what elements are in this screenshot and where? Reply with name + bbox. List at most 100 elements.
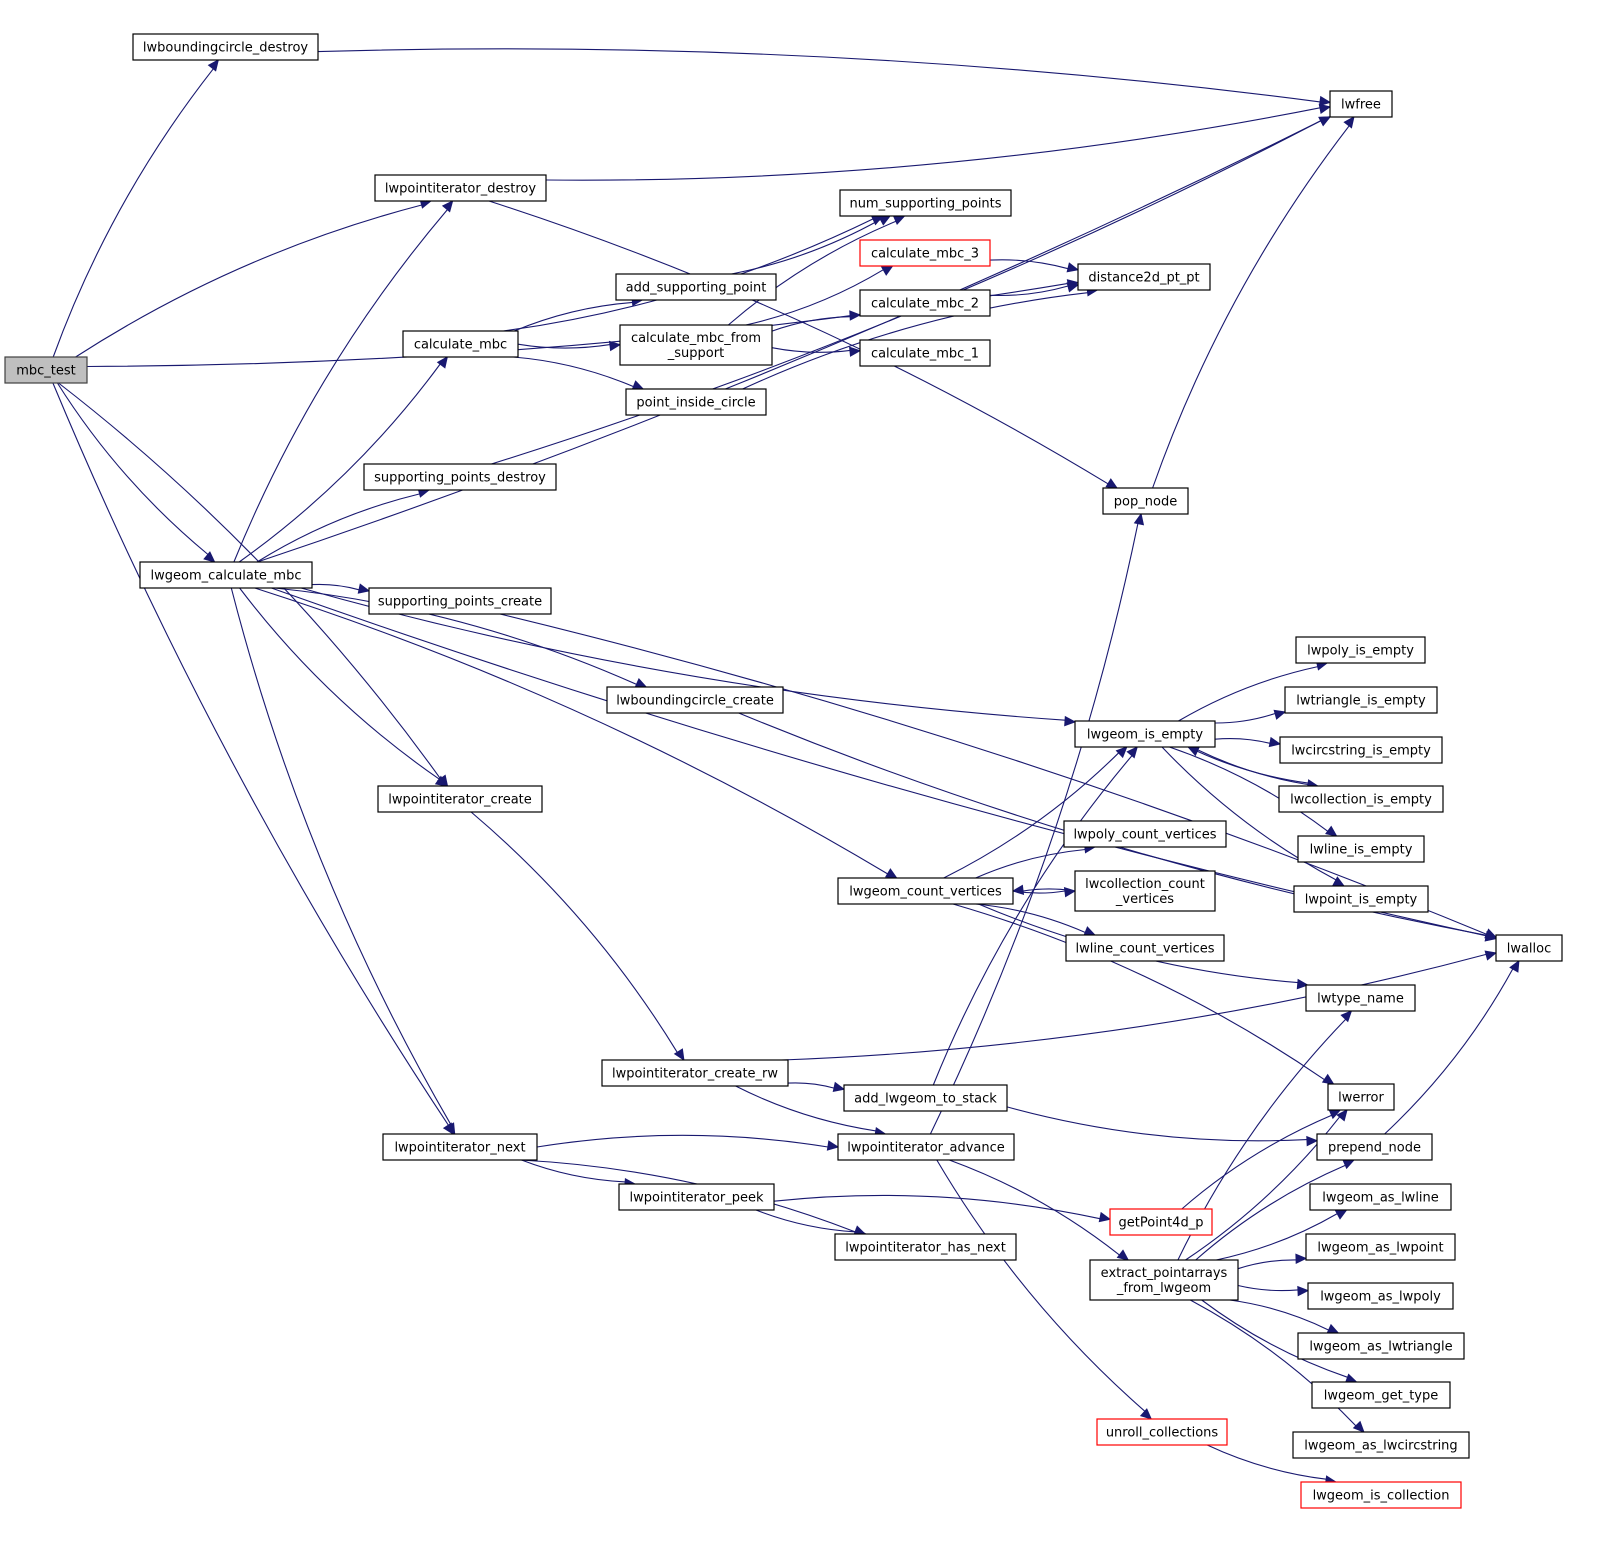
- node-box[interactable]: [1065, 934, 1225, 962]
- node-calculate_mbc_3[interactable]: calculate_mbc_3: [859, 239, 991, 267]
- node-lwgeom_is_empty[interactable]: lwgeom_is_empty: [1074, 720, 1216, 748]
- node-lwgeom_as_lwline[interactable]: lwgeom_as_lwline: [1309, 1183, 1452, 1211]
- node-box[interactable]: [1278, 785, 1444, 813]
- node-box[interactable]: [4, 356, 88, 384]
- node-box[interactable]: [1292, 1431, 1470, 1459]
- node-lwgeom_calculate_mbc[interactable]: lwgeom_calculate_mbc: [139, 561, 313, 589]
- node-lwgeom_as_lwtriangle[interactable]: lwgeom_as_lwtriangle: [1297, 1332, 1465, 1360]
- node-lwpointiterator_create[interactable]: lwpointiterator_create: [377, 785, 543, 813]
- node-box[interactable]: [1279, 736, 1443, 764]
- node-lwcircstring_is_empty[interactable]: lwcircstring_is_empty: [1279, 736, 1443, 764]
- node-box[interactable]: [1311, 1381, 1451, 1409]
- node-num_supporting_points[interactable]: num_supporting_points: [839, 189, 1012, 217]
- node-lwtype_name[interactable]: lwtype_name: [1305, 984, 1416, 1012]
- node-box[interactable]: [374, 174, 547, 202]
- node-lwgeom_get_type[interactable]: lwgeom_get_type: [1311, 1381, 1451, 1409]
- node-lwgeom_count_vertices[interactable]: lwgeom_count_vertices: [837, 877, 1014, 905]
- node-extract_pointarrays_from_lwgeom[interactable]: extract_pointarrays_from_lwgeom: [1089, 1259, 1239, 1301]
- node-lwcollection_count_vertices[interactable]: lwcollection_count_vertices: [1074, 870, 1216, 912]
- node-lwpoly_count_vertices[interactable]: lwpoly_count_vertices: [1063, 820, 1227, 848]
- node-lwgeom_as_lwpoly[interactable]: lwgeom_as_lwpoly: [1307, 1282, 1454, 1310]
- node-box[interactable]: [839, 189, 1012, 217]
- node-calculate_mbc_from_support[interactable]: calculate_mbc_from_support: [619, 324, 773, 366]
- node-lwfree[interactable]: lwfree: [1329, 90, 1393, 118]
- node-lwpointiterator_has_next[interactable]: lwpointiterator_has_next: [834, 1233, 1017, 1261]
- node-supporting_points_destroy[interactable]: supporting_points_destroy: [363, 463, 557, 491]
- node-calculate_mbc_2[interactable]: calculate_mbc_2: [859, 289, 991, 317]
- node-box[interactable]: [1297, 1332, 1465, 1360]
- node-box[interactable]: [601, 1059, 789, 1087]
- node-lwpoint_is_empty[interactable]: lwpoint_is_empty: [1293, 885, 1429, 913]
- node-box[interactable]: [1077, 263, 1211, 291]
- node-box[interactable]: [1307, 1282, 1454, 1310]
- node-supporting_points_create[interactable]: supporting_points_create: [368, 587, 552, 615]
- node-pop_node[interactable]: pop_node: [1102, 487, 1189, 515]
- node-box[interactable]: [837, 1133, 1015, 1161]
- node-box[interactable]: [1063, 820, 1227, 848]
- node-box[interactable]: [606, 686, 784, 714]
- node-mbc_test[interactable]: mbc_test: [4, 356, 88, 384]
- node-box[interactable]: [402, 330, 519, 358]
- node-box[interactable]: [139, 561, 313, 589]
- node-box[interactable]: [1329, 90, 1393, 118]
- node-box[interactable]: [859, 289, 991, 317]
- node-box[interactable]: [132, 33, 319, 61]
- node-distance2d_pt_pt[interactable]: distance2d_pt_pt: [1077, 263, 1211, 291]
- node-box[interactable]: [1495, 934, 1563, 962]
- node-box[interactable]: [1096, 1418, 1228, 1446]
- node-box[interactable]: [1305, 1233, 1456, 1261]
- node-box[interactable]: [1300, 1481, 1462, 1509]
- node-box[interactable]: [1102, 487, 1189, 515]
- node-box[interactable]: [625, 388, 767, 416]
- node-unroll_collections[interactable]: unroll_collections: [1096, 1418, 1228, 1446]
- node-box[interactable]: [843, 1084, 1008, 1112]
- node-box[interactable]: [1316, 1133, 1433, 1161]
- node-add_lwgeom_to_stack[interactable]: add_lwgeom_to_stack: [843, 1084, 1008, 1112]
- node-lwpointiterator_next[interactable]: lwpointiterator_next: [382, 1133, 538, 1161]
- node-box[interactable]: [1297, 835, 1425, 863]
- node-box[interactable]: [1074, 720, 1216, 748]
- node-lwboundingcircle_destroy[interactable]: lwboundingcircle_destroy: [132, 33, 319, 61]
- node-lwpoly_is_empty[interactable]: lwpoly_is_empty: [1295, 636, 1426, 664]
- node-lwpointiterator_advance[interactable]: lwpointiterator_advance: [837, 1133, 1015, 1161]
- node-box[interactable]: [1305, 984, 1416, 1012]
- node-box[interactable]: [859, 339, 991, 367]
- node-box[interactable]: [837, 877, 1014, 905]
- node-box[interactable]: [1327, 1083, 1395, 1111]
- node-lwpointiterator_destroy[interactable]: lwpointiterator_destroy: [374, 174, 547, 202]
- node-box[interactable]: [859, 239, 991, 267]
- node-lwgeom_is_collection[interactable]: lwgeom_is_collection: [1300, 1481, 1462, 1509]
- node-getPoint4d_p[interactable]: getPoint4d_p: [1109, 1208, 1213, 1236]
- node-box[interactable]: [1295, 636, 1426, 664]
- node-box[interactable]: [1089, 1259, 1239, 1301]
- node-box[interactable]: [1309, 1183, 1452, 1211]
- node-box[interactable]: [382, 1133, 538, 1161]
- node-lwline_is_empty[interactable]: lwline_is_empty: [1297, 835, 1425, 863]
- node-point_inside_circle[interactable]: point_inside_circle: [625, 388, 767, 416]
- node-lwpointiterator_create_rw[interactable]: lwpointiterator_create_rw: [601, 1059, 789, 1087]
- node-lwcollection_is_empty[interactable]: lwcollection_is_empty: [1278, 785, 1444, 813]
- node-box[interactable]: [1074, 870, 1216, 912]
- node-box[interactable]: [619, 324, 773, 366]
- node-lwalloc[interactable]: lwalloc: [1495, 934, 1563, 962]
- node-lwtriangle_is_empty[interactable]: lwtriangle_is_empty: [1284, 686, 1438, 714]
- node-lwgeom_as_lwpoint[interactable]: lwgeom_as_lwpoint: [1305, 1233, 1456, 1261]
- node-box[interactable]: [377, 785, 543, 813]
- node-lwerror[interactable]: lwerror: [1327, 1083, 1395, 1111]
- node-box[interactable]: [1109, 1208, 1213, 1236]
- node-box[interactable]: [834, 1233, 1017, 1261]
- node-box[interactable]: [368, 587, 552, 615]
- node-box[interactable]: [615, 273, 777, 301]
- node-lwline_count_vertices[interactable]: lwline_count_vertices: [1065, 934, 1225, 962]
- node-box[interactable]: [363, 463, 557, 491]
- node-prepend_node[interactable]: prepend_node: [1316, 1133, 1433, 1161]
- node-box[interactable]: [1284, 686, 1438, 714]
- node-add_supporting_point[interactable]: add_supporting_point: [615, 273, 777, 301]
- node-calculate_mbc[interactable]: calculate_mbc: [402, 330, 519, 358]
- node-box[interactable]: [618, 1183, 775, 1211]
- node-box[interactable]: [1293, 885, 1429, 913]
- node-calculate_mbc_1[interactable]: calculate_mbc_1: [859, 339, 991, 367]
- node-lwpointiterator_peek[interactable]: lwpointiterator_peek: [618, 1183, 775, 1211]
- node-lwgeom_as_lwcircstring[interactable]: lwgeom_as_lwcircstring: [1292, 1431, 1470, 1459]
- node-lwboundingcircle_create[interactable]: lwboundingcircle_create: [606, 686, 784, 714]
